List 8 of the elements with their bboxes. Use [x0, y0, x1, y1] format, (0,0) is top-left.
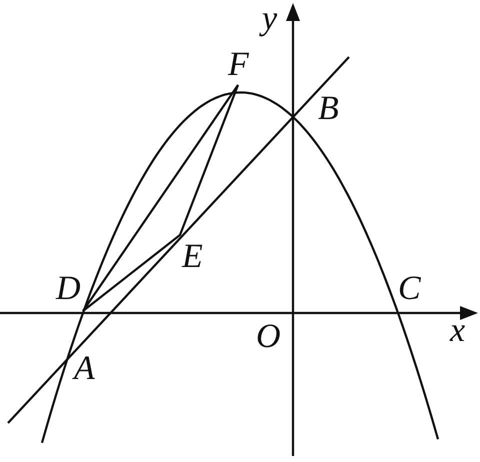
- point-label: F: [228, 48, 249, 82]
- point-label: A: [74, 352, 95, 386]
- point-label: x: [450, 314, 466, 348]
- point-label: D: [56, 272, 81, 306]
- point-label: E: [182, 240, 203, 274]
- point-label: B: [318, 92, 339, 126]
- point-label: O: [256, 320, 281, 354]
- point-label: C: [398, 272, 421, 306]
